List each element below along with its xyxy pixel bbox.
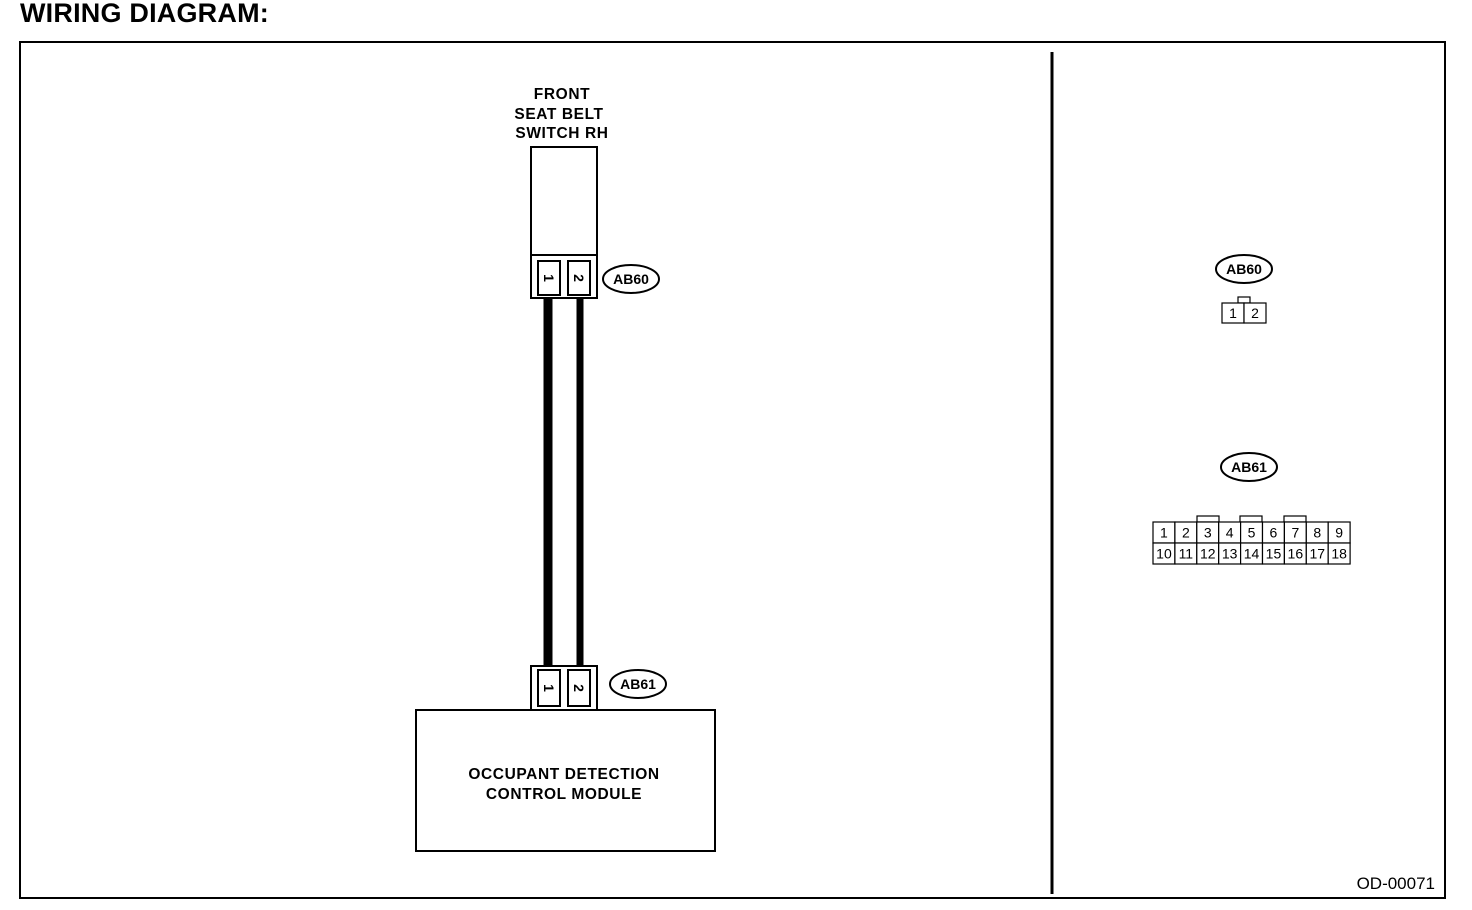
connector-tag-ab61-oval	[609, 669, 667, 699]
module-label-line-2: CONTROL MODULE	[486, 786, 642, 803]
connector-view-ab60-cell	[1243, 302, 1267, 324]
connector-ab61-pin-2-cell	[567, 669, 591, 707]
connector-ab60-pin-1-cell	[537, 260, 561, 296]
connector-view-ab61-pin-15: 15	[1266, 546, 1282, 562]
connector-view-ab61-latch-3	[1196, 515, 1220, 523]
connector-view-ab61-pin-5: 5	[1248, 525, 1256, 541]
connector-ab60-pin-2: 2	[571, 274, 587, 282]
module-label-line-1: OCCUPANT DETECTION	[468, 766, 659, 783]
connector-view-ab61-pin-6: 6	[1270, 525, 1278, 541]
connector-view-ab61-pin-9: 9	[1335, 525, 1343, 541]
connector-view-ab61-latch-5	[1239, 515, 1263, 523]
connector-view-ab61-pin-17: 17	[1309, 546, 1325, 562]
connector-view-ab60-tag: AB60	[1226, 261, 1262, 277]
connector-view-ab60-tag-oval	[1215, 254, 1273, 284]
connector-ab61-pin-1-cell	[537, 669, 561, 707]
figure-code: OD-00071	[1357, 874, 1435, 893]
connector-view-ab61-tag-oval	[1220, 452, 1278, 482]
connector-view-ab60-latch	[1237, 296, 1251, 304]
connector-view-ab61-pin-12: 12	[1200, 546, 1216, 562]
connector-view-ab61-cell	[1327, 542, 1351, 565]
connector-view-ab61-pin-13: 13	[1222, 546, 1238, 562]
switch-label-line-1: FRONT	[534, 86, 590, 103]
connector-view-ab60-pin-2: 2	[1251, 305, 1259, 321]
connector-view-ab61-pin-10: 10	[1156, 546, 1172, 562]
connector-view-ab60-pin-1: 1	[1229, 305, 1237, 321]
connector-view-ab61-pin-3: 3	[1204, 525, 1212, 541]
connector-view-ab61-pin-11: 11	[1179, 546, 1194, 562]
occupant-detection-module-body	[415, 709, 716, 852]
connector-view-ab61-pin-1: 1	[1160, 525, 1168, 541]
seat-belt-switch-body	[530, 146, 598, 256]
connector-view-ab61-latch-7	[1283, 515, 1307, 523]
connector-ab60-pin-2-cell	[567, 260, 591, 296]
connector-view-ab61-tag: AB61	[1231, 459, 1267, 475]
connector-ab61-pin-1: 1	[541, 684, 557, 692]
connector-ab61: 1 2	[530, 665, 598, 711]
connector-view-ab61-pin-18: 18	[1331, 546, 1347, 562]
connector-tag-ab60-text: AB60	[613, 271, 649, 287]
connector-view-ab61-pin-14: 14	[1244, 546, 1260, 562]
connector-tag-ab61-text: AB61	[620, 676, 656, 692]
connector-view-ab61-pin-7: 7	[1291, 525, 1299, 541]
connector-tag-ab61: AB61	[609, 669, 667, 699]
diagram-frame	[19, 41, 1446, 899]
module-label: OCCUPANT DETECTION CONTROL MODULE	[468, 766, 659, 803]
connector-ab60-pin-1: 1	[541, 274, 557, 282]
connector-view-ab61-pin-16: 16	[1288, 546, 1304, 562]
switch-label: FRONT SEAT BELT SWITCH RH	[514, 86, 608, 142]
page-title: WIRING DIAGRAM:	[20, 0, 269, 28]
switch-label-line-3: SWITCH RH	[515, 125, 608, 142]
connector-ab60: 1 2	[530, 254, 598, 299]
connector-tag-ab60: AB60	[602, 264, 660, 294]
switch-label-line-2: SEAT BELT	[514, 106, 603, 123]
connector-view-ab61-pin-8: 8	[1313, 525, 1321, 541]
connector-view-ab61-pin-4: 4	[1226, 525, 1234, 541]
connector-tag-ab60-oval	[602, 264, 660, 294]
connector-view-ab61-pin-2: 2	[1182, 525, 1190, 541]
connector-ab61-pin-2: 2	[571, 684, 587, 692]
